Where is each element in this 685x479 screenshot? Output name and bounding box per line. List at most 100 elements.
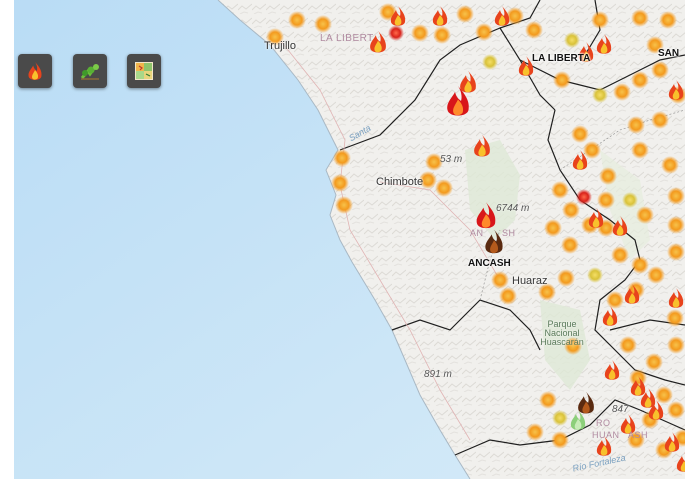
hotspot-marker[interactable]: [647, 266, 665, 284]
hotspot-marker[interactable]: [435, 179, 453, 197]
hotspot-marker[interactable]: [592, 87, 608, 103]
hotspot-marker[interactable]: [433, 26, 451, 44]
fire-marker[interactable]: [664, 432, 680, 452]
region-label-ancash: ANCASH: [468, 258, 511, 269]
fire-marker[interactable]: [447, 86, 469, 116]
hotspot-marker[interactable]: [631, 256, 649, 274]
fire-marker[interactable]: [668, 80, 684, 100]
fire-marker[interactable]: [432, 6, 448, 26]
fire-layer-button[interactable]: [18, 54, 52, 88]
hotspot-marker[interactable]: [597, 191, 615, 209]
hotspot-marker[interactable]: [506, 7, 524, 25]
fire-marker[interactable]: [474, 134, 490, 157]
hotspot-marker[interactable]: [553, 71, 571, 89]
hotspot-marker[interactable]: [576, 189, 592, 205]
hotspot-marker[interactable]: [475, 23, 493, 41]
hotspot-marker[interactable]: [419, 171, 437, 189]
hotspot-marker[interactable]: [631, 71, 649, 89]
hotspot-marker[interactable]: [599, 167, 617, 185]
hotspot-marker[interactable]: [651, 111, 669, 129]
fire-marker[interactable]: [602, 306, 618, 326]
fire-marker[interactable]: [476, 202, 496, 229]
hotspot-marker[interactable]: [564, 337, 582, 355]
hotspot-marker[interactable]: [611, 246, 629, 264]
hotspot-marker[interactable]: [666, 309, 684, 327]
hotspot-marker[interactable]: [591, 11, 609, 29]
hotspot-marker[interactable]: [655, 386, 673, 404]
hotspot-marker[interactable]: [538, 283, 556, 301]
hotspot-marker[interactable]: [539, 391, 557, 409]
hotspot-marker[interactable]: [627, 431, 645, 449]
fire-marker[interactable]: [390, 6, 406, 26]
hotspot-marker[interactable]: [661, 156, 679, 174]
hotspot-marker[interactable]: [613, 83, 631, 101]
hotspot-marker[interactable]: [499, 287, 517, 305]
hotspot-marker[interactable]: [388, 25, 404, 41]
hotspot-marker[interactable]: [583, 141, 601, 159]
hotspot-marker[interactable]: [557, 269, 575, 287]
hotspot-marker[interactable]: [561, 236, 579, 254]
fire-marker[interactable]: [460, 70, 476, 93]
hotspot-marker[interactable]: [667, 336, 685, 354]
fire-marker[interactable]: [570, 410, 586, 430]
fire-marker[interactable]: [370, 30, 386, 53]
fire-marker[interactable]: [578, 42, 594, 62]
hotspot-marker[interactable]: [667, 187, 685, 205]
hotspot-marker[interactable]: [552, 410, 568, 426]
hotspot-marker[interactable]: [266, 28, 284, 46]
hotspot-marker[interactable]: [631, 9, 649, 27]
hotspot-marker[interactable]: [606, 291, 624, 309]
hotspot-marker[interactable]: [571, 125, 589, 143]
hotspot-marker[interactable]: [335, 196, 353, 214]
hotspot-marker[interactable]: [667, 243, 685, 261]
fire-marker[interactable]: [620, 414, 636, 434]
hotspot-marker[interactable]: [411, 24, 429, 42]
hotspot-marker[interactable]: [314, 15, 332, 33]
hotspot-marker[interactable]: [636, 206, 654, 224]
hotspot-marker[interactable]: [331, 174, 349, 192]
fire-marker[interactable]: [572, 150, 588, 170]
hotspot-marker[interactable]: [645, 353, 663, 371]
hotspot-marker[interactable]: [646, 36, 664, 54]
hotspot-marker[interactable]: [651, 61, 669, 79]
hotspot-marker[interactable]: [551, 431, 569, 449]
hotspot-marker[interactable]: [631, 141, 649, 159]
hotspot-marker[interactable]: [482, 54, 498, 70]
hotspot-marker[interactable]: [619, 336, 637, 354]
hotspot-marker[interactable]: [659, 11, 677, 29]
fire-marker[interactable]: [630, 376, 646, 396]
fire-marker[interactable]: [648, 400, 664, 420]
fire-marker[interactable]: [588, 208, 604, 228]
fire-marker[interactable]: [596, 34, 612, 54]
hotspot-marker[interactable]: [627, 116, 645, 134]
hotspot-marker[interactable]: [587, 267, 603, 283]
landcover-layer-button[interactable]: [127, 54, 161, 88]
fire-marker[interactable]: [624, 284, 640, 304]
hotspot-marker[interactable]: [667, 401, 685, 419]
hotspot-marker[interactable]: [667, 216, 685, 234]
fire-marker[interactable]: [494, 6, 510, 26]
hotspot-marker[interactable]: [525, 21, 543, 39]
hotspot-marker[interactable]: [333, 149, 351, 167]
hotspot-marker[interactable]: [491, 271, 509, 289]
fire-marker[interactable]: [604, 360, 620, 380]
fire-marker[interactable]: [676, 452, 685, 472]
hotspot-marker[interactable]: [456, 5, 474, 23]
fire-marker[interactable]: [485, 229, 503, 254]
fire-marker[interactable]: [596, 436, 612, 456]
hotspot-marker[interactable]: [622, 192, 638, 208]
hotspot-marker[interactable]: [544, 219, 562, 237]
fire-marker[interactable]: [578, 391, 594, 414]
fire-marker[interactable]: [640, 388, 656, 408]
fire-marker[interactable]: [612, 216, 628, 236]
vegetation-layer-button[interactable]: [73, 54, 107, 88]
hotspot-marker[interactable]: [562, 201, 580, 219]
hotspot-marker[interactable]: [564, 32, 580, 48]
hotspot-marker[interactable]: [288, 11, 306, 29]
hotspot-marker[interactable]: [425, 153, 443, 171]
hotspot-marker[interactable]: [551, 181, 569, 199]
fire-marker[interactable]: [668, 288, 684, 308]
fire-marker[interactable]: [518, 56, 534, 76]
hotspot-marker[interactable]: [526, 423, 544, 441]
